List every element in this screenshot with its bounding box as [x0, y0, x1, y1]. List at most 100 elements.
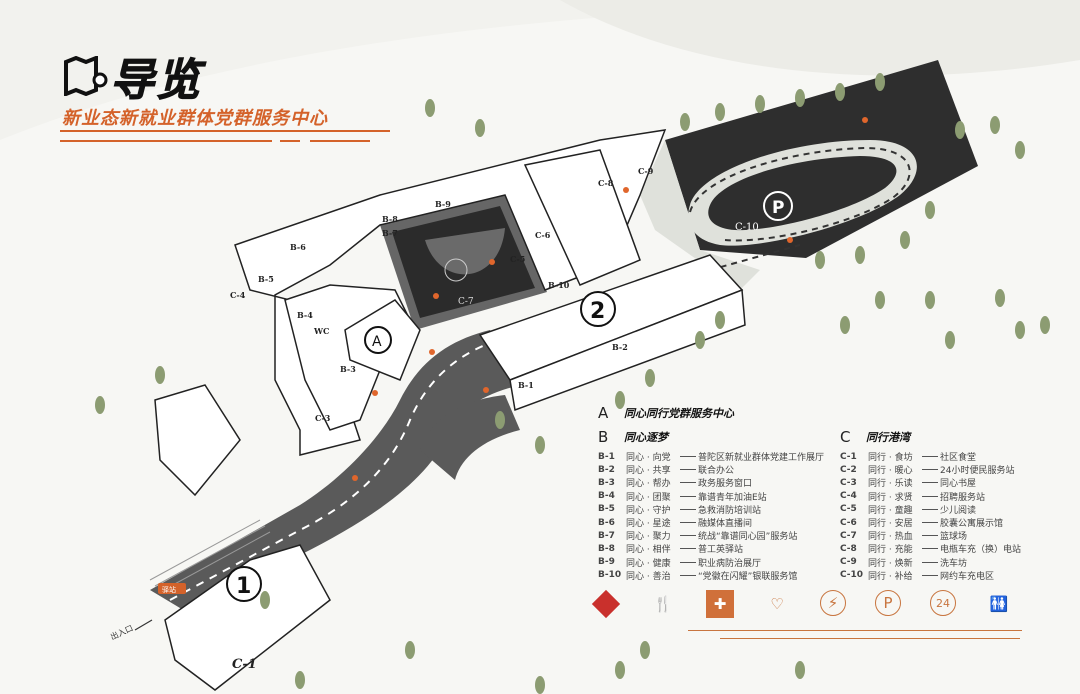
dash-divider: [680, 495, 696, 497]
label-c6: C-6: [535, 230, 551, 240]
label-b10: B-10: [548, 280, 570, 290]
tree: [900, 231, 910, 249]
zone-marker-a: [364, 326, 392, 354]
tree: [680, 113, 690, 131]
section-letter: A: [598, 404, 609, 422]
legend-code: B-6: [598, 517, 615, 528]
dash-divider: [922, 495, 938, 497]
label-b6: B-6: [290, 242, 306, 252]
parking-lot: P C-10: [640, 60, 978, 290]
svg-text:2: 2: [590, 299, 605, 324]
legend-code: C-9: [840, 557, 857, 568]
ebike-charging-icon: ⚡: [820, 590, 846, 616]
label-b7: B-7: [382, 228, 398, 238]
dash-divider: [680, 535, 696, 537]
legend-code: C-8: [840, 543, 857, 554]
tree: [1040, 316, 1050, 334]
legend-code: C-10: [840, 570, 864, 581]
dash-divider: [922, 456, 938, 458]
tree: [840, 316, 850, 334]
tree: [475, 119, 485, 137]
tree: [295, 671, 305, 689]
legend-desc: 职业病防治展厅: [698, 558, 762, 569]
trees: [95, 73, 1050, 694]
legend-code: C-6: [840, 517, 857, 528]
parking-icon: P: [875, 590, 901, 616]
tree: [645, 369, 655, 387]
legend-desc: 少儿阅读: [940, 505, 977, 516]
legend-desc: 社区食堂: [940, 453, 977, 464]
legend-desc: 统战“靠谱同心园”服务站: [698, 532, 798, 543]
legend-code: C-4: [840, 491, 857, 502]
label-c10: C-10: [735, 222, 759, 233]
parking-marker-icon: [763, 191, 793, 221]
legend-name: 同行 · 热血: [868, 532, 913, 543]
divider: [60, 140, 272, 142]
legend-code: B-7: [598, 530, 615, 541]
tree: [535, 436, 545, 454]
svg-text:1: 1: [236, 574, 251, 599]
legend-name: 同行 · 焕新: [868, 558, 913, 569]
legend-name: 同行 · 充能: [868, 545, 913, 556]
dash-divider: [922, 482, 938, 484]
label-b8: B-8: [382, 214, 398, 224]
tree: [695, 331, 705, 349]
divider: [310, 140, 370, 142]
title-text: 导览: [110, 55, 202, 107]
legend-name: 同行 · 童趣: [868, 505, 913, 516]
dash-divider: [680, 548, 696, 550]
buildings: [154, 129, 746, 691]
stair-hatching: [149, 519, 271, 593]
tree: [535, 676, 545, 694]
legend-desc: 政务服务窗口: [698, 479, 753, 490]
facility-icons: 🍴 ✚ ♡ ⚡ P 24 🚻: [591, 589, 1013, 619]
section-title: 同心逐梦: [624, 431, 668, 444]
label-c5: C-5: [510, 254, 525, 264]
dash-divider: [922, 561, 938, 563]
tree: [925, 291, 935, 309]
legend-name: 同心 · 帮办: [626, 479, 671, 490]
divider: [280, 140, 300, 142]
dash-divider: [680, 574, 696, 576]
background-shape: [560, 0, 1080, 76]
tree: [495, 411, 505, 429]
station-sign-label: 驿站: [162, 585, 176, 594]
page-title: 导览: [62, 44, 202, 108]
legend-name: 同行 · 乐读: [868, 479, 913, 490]
legend-code: B-9: [598, 557, 615, 568]
basketball-court: C-7: [380, 195, 547, 330]
legend-desc: 普工英驿站: [698, 545, 744, 556]
label-c9: C-9: [638, 166, 654, 176]
section-letter: C: [840, 428, 851, 446]
subtitle: 新业态新就业群体党群服务中心: [62, 108, 328, 129]
label-c1: C-1: [232, 657, 257, 672]
tree: [925, 201, 935, 219]
tree: [875, 291, 885, 309]
legend-code: B-4: [598, 491, 615, 502]
legend-desc: 同心书屋: [940, 479, 977, 490]
label-b3: B-3: [340, 364, 356, 374]
legend-name: 同行 · 补给: [868, 571, 913, 582]
legend-name: 同心 · 向党: [626, 453, 671, 464]
legend-name: 同行 · 求贤: [868, 492, 913, 503]
legend-code: B-8: [598, 543, 615, 554]
legend-name: 同心 · 相伴: [626, 545, 671, 556]
tree: [155, 366, 165, 384]
svg-text:P: P: [772, 198, 784, 218]
tree: [405, 641, 415, 659]
divider: [720, 638, 1020, 639]
location-markers: [352, 117, 868, 481]
legend-code: B-10: [598, 570, 622, 581]
